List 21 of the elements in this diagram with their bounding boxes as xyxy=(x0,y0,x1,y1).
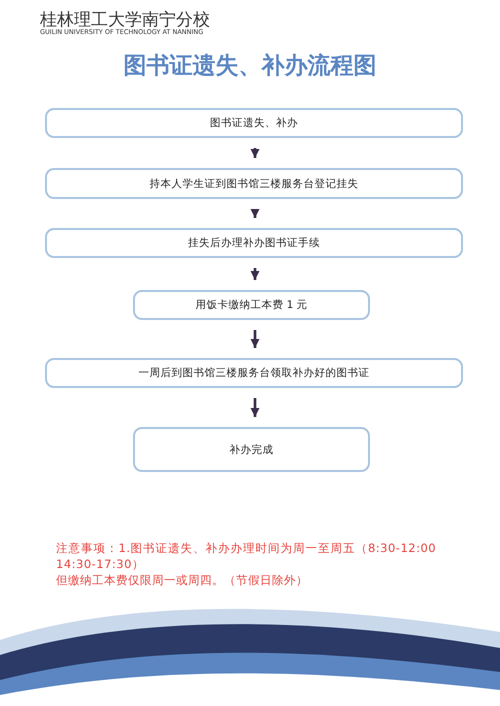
step-text: 图书证遗失、补办 xyxy=(210,116,298,130)
process-box xyxy=(133,290,370,320)
step-text: 一周后到图书馆三楼服务台领取补办好的图书证 xyxy=(138,366,370,380)
arrow xyxy=(250,268,260,280)
arrow xyxy=(250,148,260,158)
process-box xyxy=(45,108,463,138)
process-box xyxy=(133,427,370,472)
arrow xyxy=(250,208,260,218)
arrow xyxy=(250,330,260,348)
note-text: 但缴纳工本费仅限周一或周四。（节假日除外） xyxy=(56,573,309,588)
note-text: 注意事项：1.图书证遗失、补办办理时间为周一至周五（8:30-12:00 14:30-17:30） xyxy=(56,541,438,572)
process-box xyxy=(45,228,463,258)
step-text: 挂失后办理补办图书证手续 xyxy=(188,236,320,250)
process-box xyxy=(45,168,463,199)
step-text: 补办完成 xyxy=(230,442,274,456)
step-text: 用饭卡缴纳工本费 1 元 xyxy=(195,298,308,312)
university-name: 桂林理工大学南宁分校 xyxy=(40,9,210,30)
process-box xyxy=(45,358,463,388)
arrow xyxy=(250,398,260,417)
step-text: 持本人学生证到图书馆三楼服务台登记挂失 xyxy=(150,176,358,190)
title: 图书证遗失、补办流程图 xyxy=(124,53,376,79)
